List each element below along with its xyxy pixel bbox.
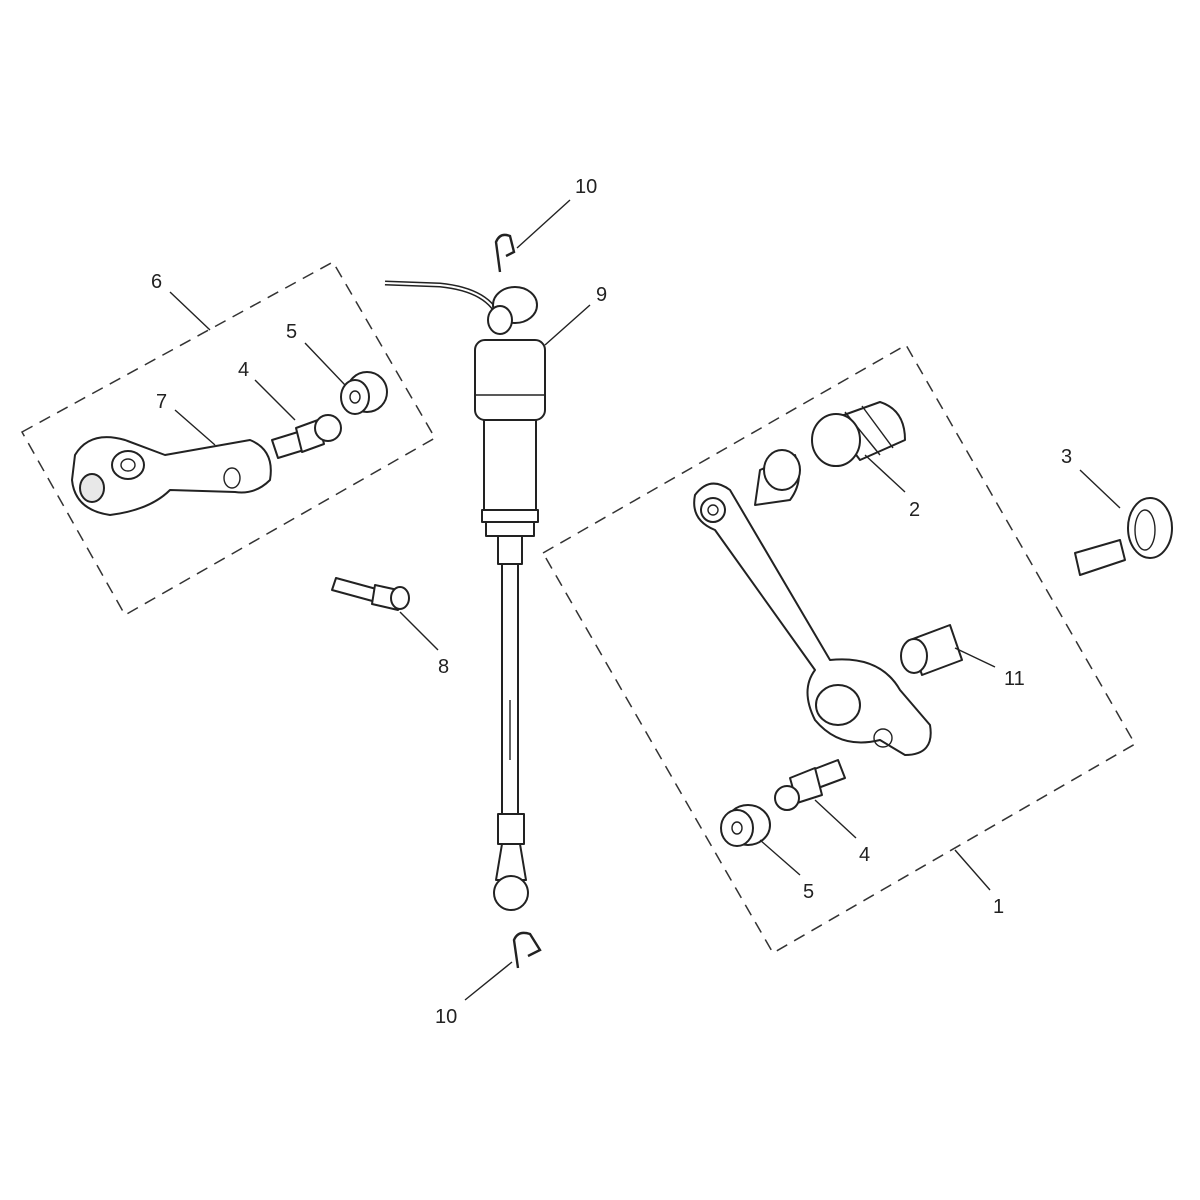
leader-lines	[169, 199, 1121, 1001]
callout-10-top: 10	[575, 176, 597, 198]
part-11-bush	[900, 624, 963, 676]
part-2-rubber	[811, 401, 906, 467]
assembly-box-1	[541, 343, 1137, 955]
part-4-ball-stud-right	[774, 759, 846, 811]
part-3-pivot-bolt	[1074, 497, 1173, 576]
callout-10-bottom: 10	[435, 1006, 457, 1028]
callout-3: 3	[1061, 446, 1072, 468]
callout-7: 7	[156, 391, 167, 413]
assembly-box-6	[20, 260, 437, 617]
part-5-bush-left	[340, 371, 388, 415]
callout-4-right: 4	[859, 844, 870, 866]
callout-6: 6	[151, 271, 162, 293]
callout-2: 2	[909, 499, 920, 521]
part-4-ball-stud-left	[271, 414, 342, 459]
callout-5-right: 5	[803, 881, 814, 903]
callout-1: 1	[993, 896, 1004, 918]
callout-9: 9	[596, 284, 607, 306]
callout-8: 8	[438, 656, 449, 678]
part-5-bush-right	[720, 804, 771, 847]
callout-4-left: 4	[238, 359, 249, 381]
part-10-clip-bottom	[512, 931, 542, 969]
part-1-pedal	[693, 449, 932, 756]
part-9-shift-rod	[384, 280, 546, 911]
callout-11: 11	[1004, 668, 1025, 690]
part-10-clip-top	[494, 233, 516, 273]
callout-5-left: 5	[286, 321, 297, 343]
part-7-lever	[71, 436, 272, 516]
part-8-bolt	[331, 577, 410, 611]
